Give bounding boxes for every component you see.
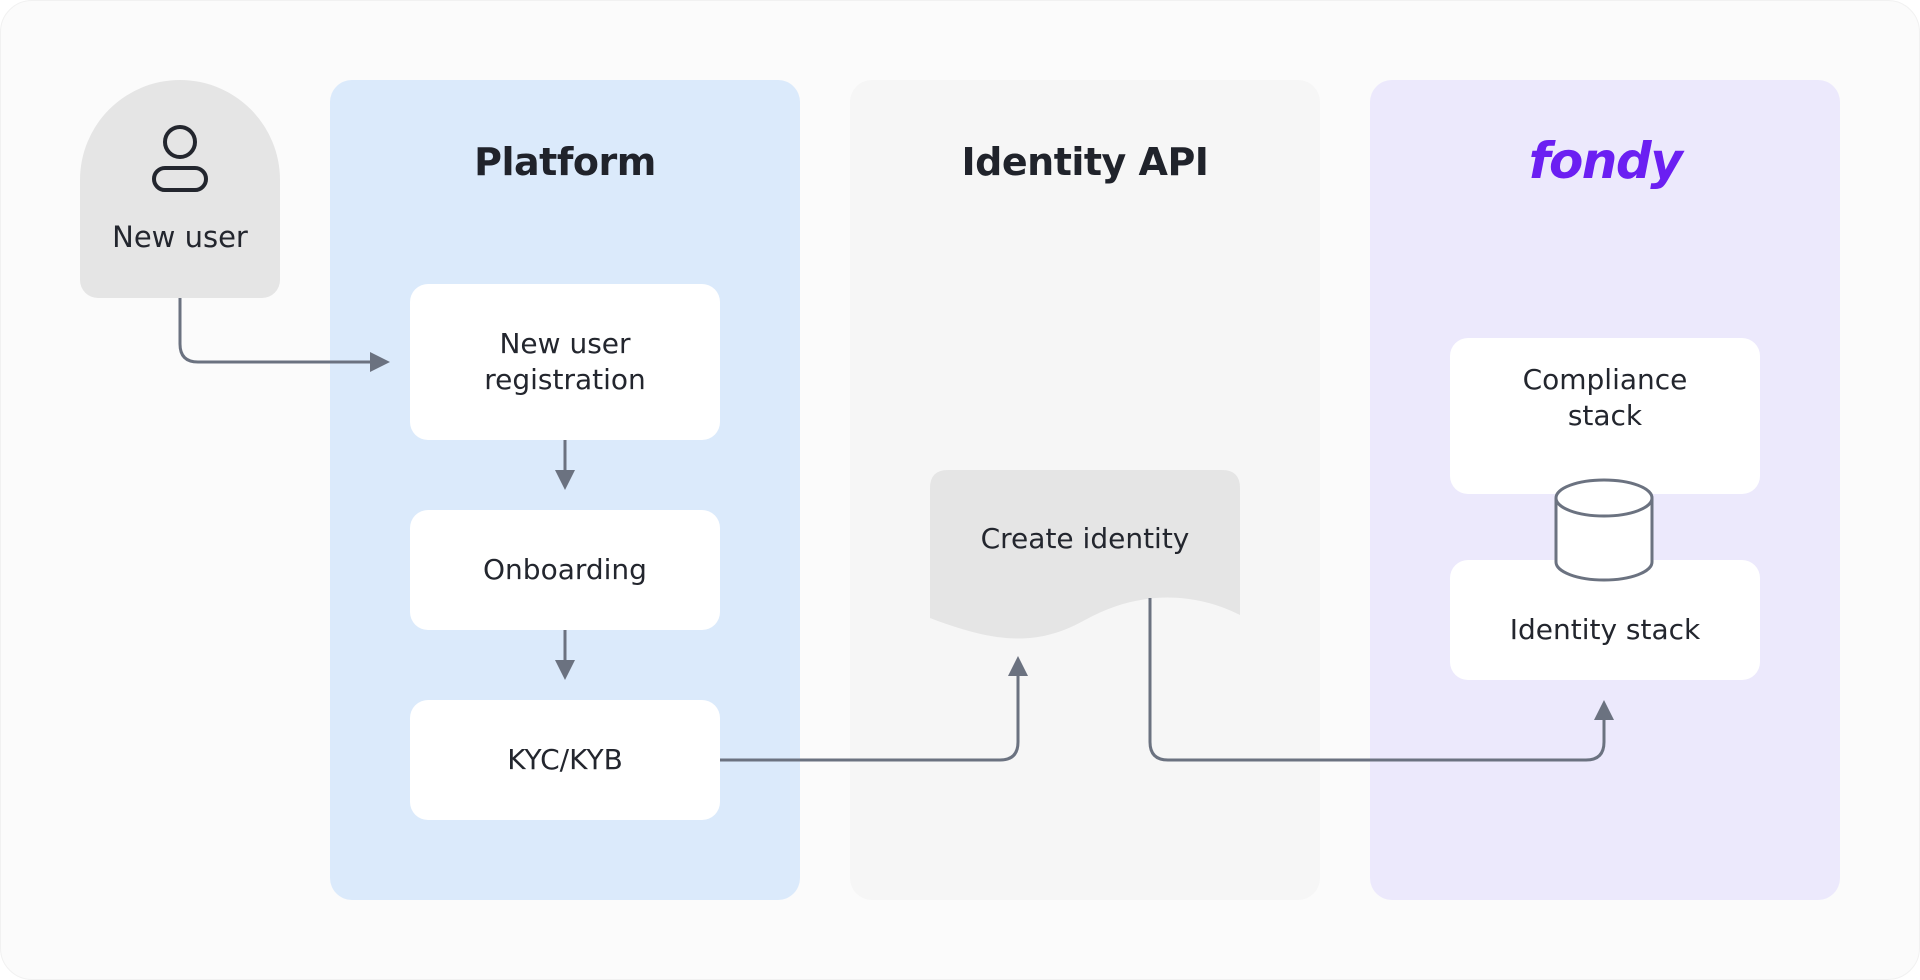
identity-api-title: Identity API	[961, 140, 1209, 184]
platform-lane: Platform New user registration Onboardin…	[330, 80, 800, 900]
registration-line-1: New user	[499, 327, 631, 360]
onboarding-box: Onboarding	[410, 510, 720, 630]
onboarding-label: Onboarding	[483, 553, 647, 586]
identity-stack-label: Identity stack	[1509, 613, 1701, 646]
kyc-kyb-box: KYC/KYB	[410, 700, 720, 820]
new-user-registration-box: New user registration	[410, 284, 720, 440]
user-icon	[152, 125, 208, 192]
fondy-logo: fondy	[1528, 132, 1683, 190]
compliance-line-1: Compliance	[1522, 363, 1688, 396]
new-user-node: New user	[80, 80, 280, 298]
kyc-kyb-label: KYC/KYB	[507, 743, 623, 776]
compliance-line-2: stack	[1567, 399, 1643, 432]
create-identity-label: Create identity	[980, 522, 1190, 555]
fondy-lane: fondy Compliance stack Identity stack	[1370, 80, 1840, 900]
platform-title: Platform	[474, 140, 656, 184]
identity-stack-box: Identity stack	[1450, 560, 1760, 680]
compliance-stack-box: Compliance stack	[1450, 338, 1760, 494]
registration-line-2: registration	[484, 363, 646, 396]
identity-api-lane: Identity API	[850, 80, 1320, 900]
new-user-label: New user	[112, 220, 248, 254]
